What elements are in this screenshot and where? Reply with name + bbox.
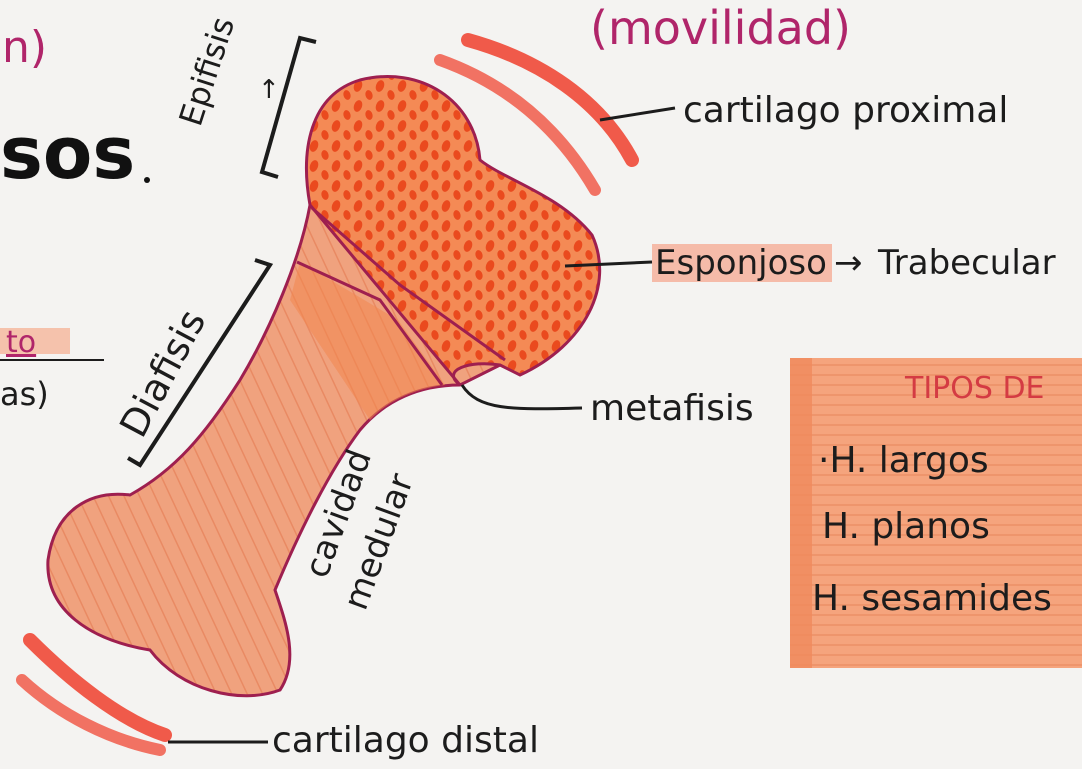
tipos-box-edge [790, 358, 812, 668]
tipos-item-largos: ·H. largos [818, 440, 989, 481]
tipos-item-sesamides: H. sesamides [812, 578, 1052, 619]
tipos-box: TIPOS DE ·H. largos H. planos H. sesamid… [790, 358, 1082, 668]
tipos-item-planos: H. planos [822, 506, 990, 547]
metafisis-label: metafisis [590, 388, 754, 429]
arrow-glyph: → [834, 243, 863, 283]
left-fragment-to: to [6, 325, 36, 360]
cartilago-distal-label: cartilago distal [272, 720, 539, 761]
title-period [144, 177, 150, 183]
header-fragment-left: n) [2, 22, 47, 73]
esponjoso-label: Esponjoso [655, 243, 827, 283]
trabecular-label: Trabecular [877, 243, 1056, 283]
left-fragment-as: as) [0, 375, 49, 413]
movilidad-label: (movilidad) [590, 1, 851, 55]
tipos-heading: TIPOS DE [904, 371, 1045, 406]
cartilago-proximal-label: cartilago proximal [683, 90, 1008, 131]
title-fragment: sos [0, 111, 135, 195]
epifisis-arrow: ↑ [258, 75, 280, 105]
